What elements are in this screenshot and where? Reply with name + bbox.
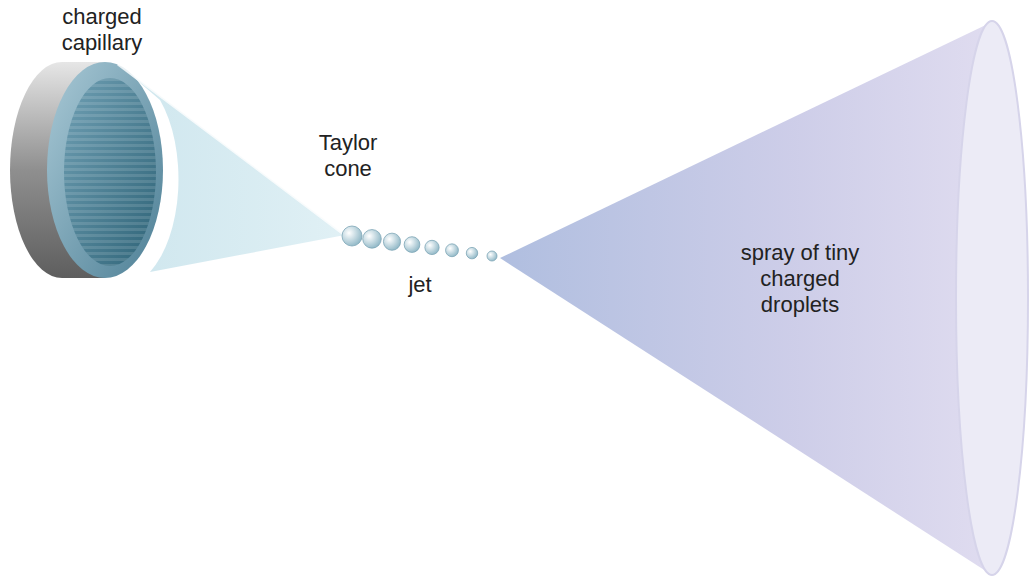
jet-label: jet — [390, 272, 450, 298]
droplet — [342, 226, 362, 246]
capillary-texture — [64, 78, 156, 266]
capillary-label: charged capillary — [47, 4, 157, 56]
cone-label: Taylor cone — [303, 130, 393, 182]
droplet — [425, 240, 439, 254]
spray-cone — [500, 22, 992, 575]
cone-highlight — [118, 64, 345, 235]
droplet — [446, 244, 459, 257]
spray-label: spray of tiny charged droplets — [720, 240, 880, 318]
jet-droplets — [342, 226, 497, 261]
capillary-face — [47, 62, 163, 278]
taylor-cone — [118, 64, 345, 272]
droplet — [363, 230, 382, 249]
droplet — [404, 237, 420, 253]
spray-front — [956, 21, 1028, 575]
capillary-bore — [64, 78, 156, 266]
droplet — [466, 247, 477, 258]
droplet — [383, 233, 400, 250]
droplet — [487, 251, 497, 261]
